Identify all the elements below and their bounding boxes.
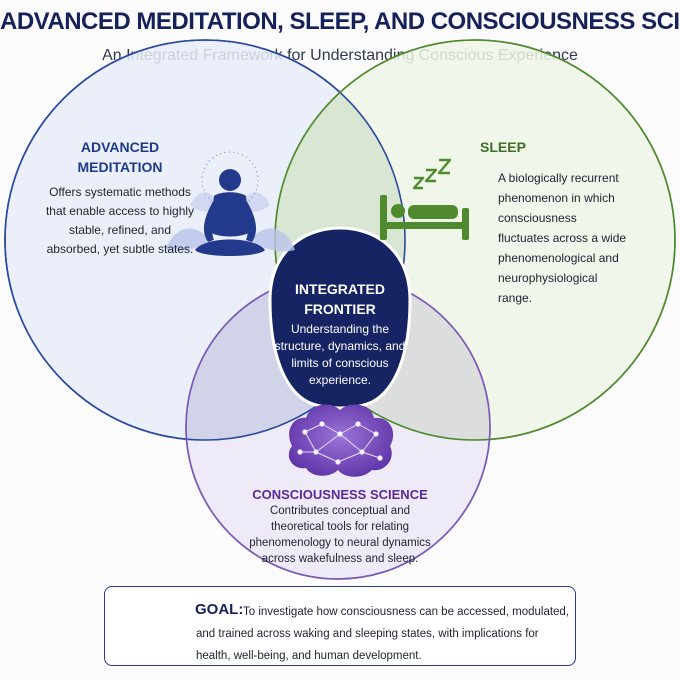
goal-text-line2: and trained across waking and sleeping s… [196,628,539,662]
zzz-icon [412,158,452,190]
goal-text-line1: To investigate how consciousness can be … [243,606,570,618]
brain-network-icon [288,404,394,477]
goal-label: GOAL: [195,601,244,618]
meditation-heading-line1: ADVANCED [80,139,160,155]
sleep-heading: SLEEP [480,139,526,155]
meditation-figure-icon [165,151,295,256]
frontier-heading: INTEGRATED FRONTIER [270,279,410,319]
goal-box [104,586,576,666]
integrated-frontier-shape [268,226,412,410]
consciousness-description: Contributes conceptual and theoretical t… [249,505,431,565]
frontier-heading-line1: INTEGRATED [295,281,385,297]
meditation-heading: ADVANCED MEDITATION [40,137,200,177]
page-title: ADVANCED MEDITATION, SLEEP, AND CONSCIOU… [0,8,680,35]
sleep-description: A biologically recurrent phenomenon in w… [498,171,627,305]
consciousness-heading: CONSCIOUSNESS SCIENCE [252,487,428,502]
bed-icon [380,195,469,240]
meditation-description: Offers systematic methods that enable ac… [45,185,195,256]
meditation-heading-line2: MEDITATION [77,159,163,175]
frontier-heading-line2: FRONTIER [304,301,376,317]
frontier-description: Understanding the structure, dynamics, a… [274,322,406,387]
